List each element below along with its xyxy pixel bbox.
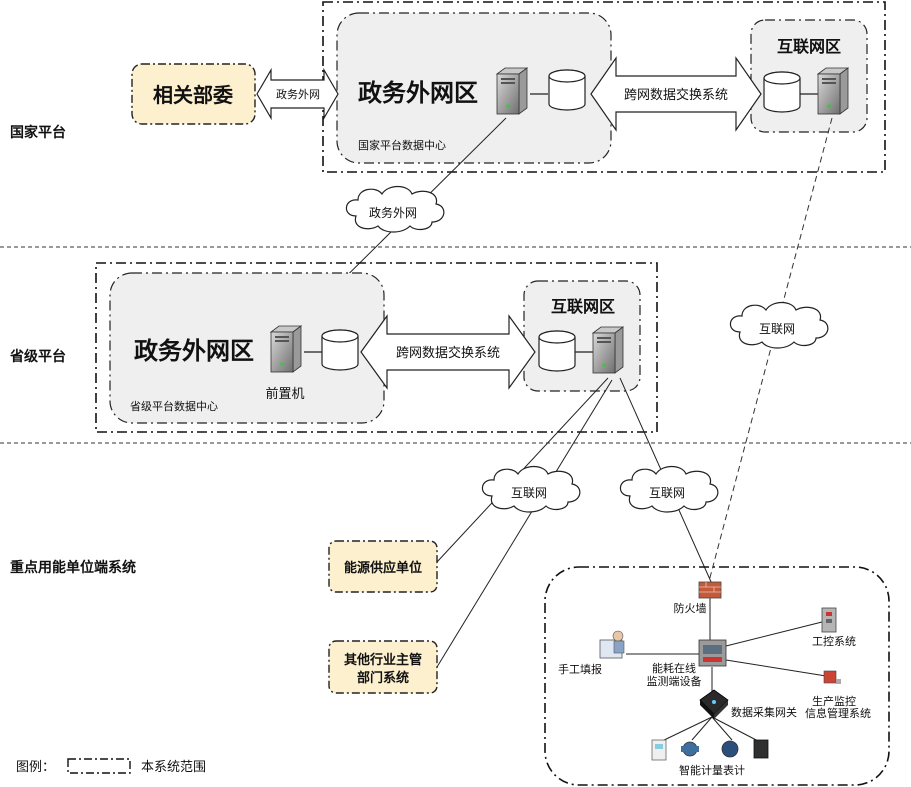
enterprise-scope-boundary	[544, 566, 890, 786]
legend-label: 本系统范围	[141, 760, 206, 775]
ministries-label: 相关部委	[153, 83, 233, 107]
other-dept-label-line2: 部门系统	[357, 670, 409, 686]
manual-entry-icon	[599, 630, 625, 659]
national-gov-zone	[336, 12, 612, 164]
provincial-scope-boundary	[95, 262, 658, 433]
legend-prefix: 图例：	[16, 760, 55, 775]
other-dept-box	[328, 640, 438, 694]
ministries-link-label: 政务外网	[276, 87, 320, 101]
national-exchange-label: 跨网数据交换系统	[624, 87, 728, 103]
control-system-icon	[821, 607, 837, 633]
gov-net-cloud-label: 政务外网	[369, 205, 417, 220]
legend-swatch	[67, 758, 131, 774]
provincial-gov-zone	[109, 272, 385, 424]
provincial-data-center-label: 省级平台数据中心	[130, 399, 218, 413]
energy-supplier-label: 能源供应单位	[344, 560, 422, 576]
national-data-center-label: 国家平台数据中心	[358, 138, 446, 152]
national-scope-boundary	[322, 1, 886, 173]
provincial-exchange-arrow	[360, 314, 536, 390]
internet-dashed-link	[707, 117, 833, 586]
front-server-icon	[270, 325, 302, 373]
provincial-gov-database-icon	[321, 329, 359, 371]
production-monitoring-label-line2: 信息管理系统	[805, 706, 871, 720]
provincial-gov-zone-title: 政务外网区	[134, 337, 254, 365]
meters-label: 智能计量表计	[679, 763, 745, 777]
other-dept-label-line1: 其他行业主管	[344, 652, 422, 668]
firewall-icon	[698, 581, 722, 599]
national-exchange-arrow	[590, 56, 762, 132]
provincial-internet-zone-title: 互联网区	[551, 297, 615, 316]
internet-cloud-mid-label: 互联网	[649, 486, 685, 500]
meters-icon	[651, 739, 769, 761]
provincial-exchange-label: 跨网数据交换系统	[396, 345, 500, 361]
internet-cloud-right-label: 互联网	[759, 322, 795, 336]
national-gov-server-icon	[496, 67, 528, 115]
control-system-label: 工控系统	[812, 634, 856, 648]
manual-entry-label: 手工填报	[558, 662, 602, 676]
national-internet-database-icon	[763, 71, 801, 113]
provincial-internet-database-icon	[538, 330, 576, 372]
ministries-link-arrow	[256, 67, 339, 121]
front-server-label: 前置机	[265, 386, 304, 402]
layer-label-enterprise: 重点用能单位端系统	[10, 559, 136, 576]
monitoring-device-icon	[698, 639, 727, 667]
energy-supplier-box	[328, 540, 438, 593]
ministries-box	[131, 63, 256, 125]
layer-label-national: 国家平台	[10, 124, 66, 141]
gateway-label: 数据采集网关	[731, 705, 797, 719]
device-label-line2: 监测端设备	[647, 674, 702, 688]
layer-label-provincial: 省级平台	[9, 348, 66, 365]
link-to-other-dept	[436, 379, 613, 668]
firewall-label: 防火墙	[674, 601, 707, 615]
national-internet-zone-title: 互联网区	[777, 37, 841, 56]
device-label-line1: 能耗在线	[652, 661, 696, 675]
national-gov-zone-title: 政务外网区	[358, 79, 478, 107]
gateway-icon	[699, 689, 729, 719]
internet-cloud-left-label: 互联网	[511, 486, 547, 500]
national-internet-server-icon	[817, 67, 849, 115]
provincial-internet-server-icon	[592, 326, 624, 374]
production-monitoring-label-line1: 生产监控	[812, 694, 856, 708]
national-gov-database-icon	[548, 69, 586, 111]
production-monitoring-icon	[823, 670, 841, 684]
